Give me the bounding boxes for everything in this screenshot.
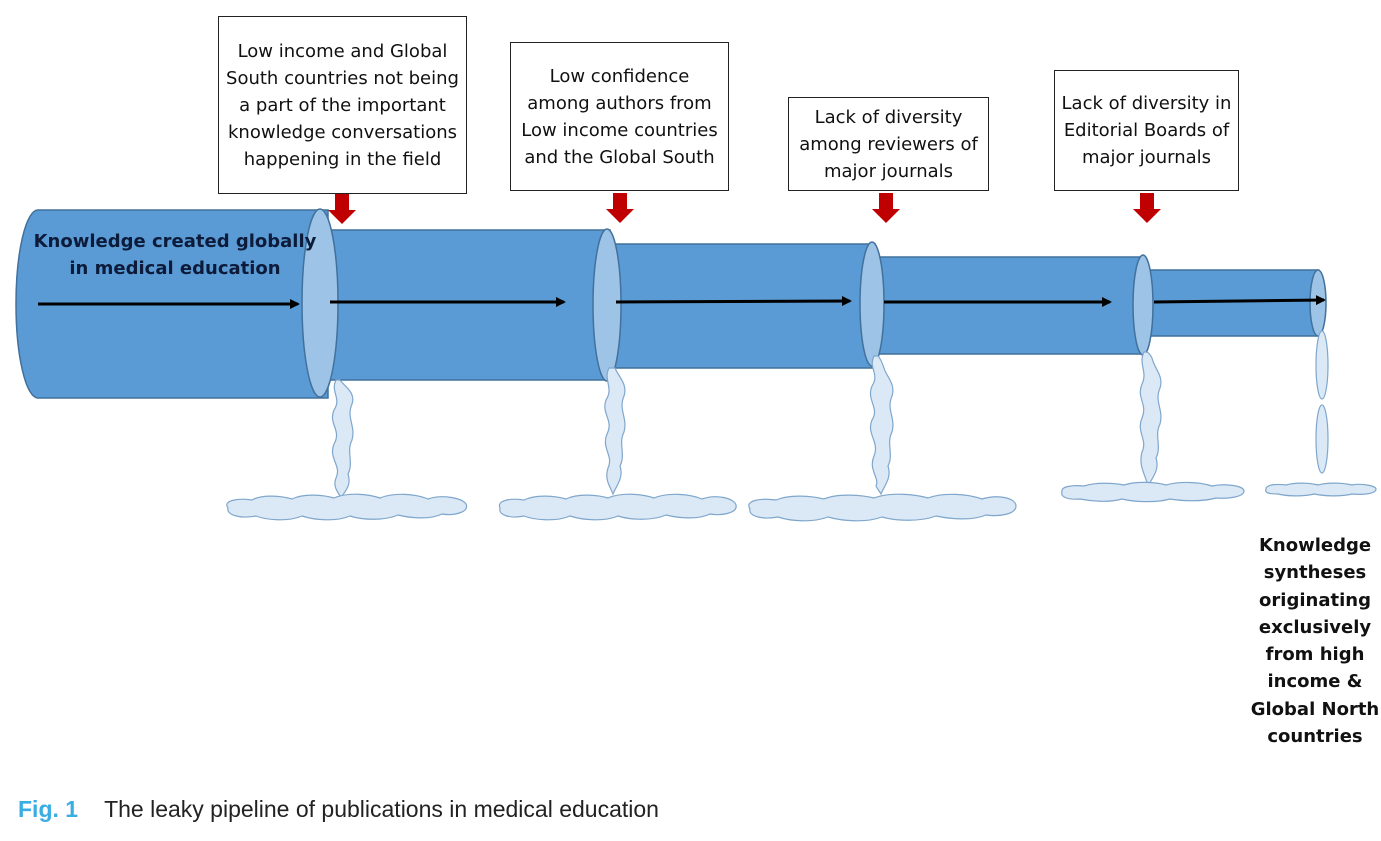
barrier-arrow-1	[328, 194, 356, 224]
barrier-box-4: Lack of diversity in Editorial Boards of…	[1054, 70, 1239, 191]
barrier-arrow-2	[606, 193, 634, 223]
barrier-box-3: Lack of diversity among reviewers of maj…	[788, 97, 989, 191]
barrier-text-2: Low confidence among authors from Low in…	[521, 65, 718, 168]
leak-puddle-4	[1061, 481, 1245, 503]
end-label: Knowledge syntheses originating exclusiv…	[1250, 535, 1380, 748]
leak-puddle-2	[498, 493, 737, 521]
flow-arrow-3	[615, 296, 852, 307]
barrier-arrow-3	[872, 193, 900, 223]
start-label: Knowledge created globally in medical ed…	[33, 231, 317, 279]
barrier-box-1: Low income and Global South countries no…	[218, 16, 467, 194]
pipe-segment-4	[871, 256, 1145, 355]
pipe-outlet	[1309, 269, 1327, 337]
flow-arrow-5	[1153, 295, 1326, 306]
leak-stream-1	[331, 379, 354, 500]
leak-puddle-5	[1265, 482, 1377, 497]
barrier-arrow-4	[1133, 193, 1161, 223]
figure-number: Fig. 1	[18, 796, 79, 822]
barrier-text-4: Lack of diversity in Editorial Boards of…	[1061, 93, 1232, 168]
leak-drops-outlet	[1315, 330, 1329, 474]
pipe-joint-2	[592, 228, 622, 382]
barrier-text-1: Low income and Global South countries no…	[226, 40, 459, 170]
leak-stream-2	[604, 367, 626, 496]
leak-puddle-3	[748, 493, 1017, 522]
pipe-joint-4	[1132, 254, 1154, 356]
barrier-box-2: Low confidence among authors from Low in…	[510, 42, 729, 191]
barrier-text-3: Lack of diversity among reviewers of maj…	[799, 106, 978, 182]
pipe-joint-3	[859, 241, 885, 367]
pipe-segment-2	[321, 229, 611, 381]
figure-caption: Fig. 1 The leaky pipeline of publications…	[18, 796, 659, 823]
leak-stream-4	[1139, 351, 1162, 488]
leak-puddle-1	[226, 493, 468, 521]
figure-caption-text: The leaky pipeline of publications in me…	[104, 796, 659, 822]
pipe-segment-3	[604, 243, 876, 369]
leak-stream-3	[869, 355, 894, 496]
